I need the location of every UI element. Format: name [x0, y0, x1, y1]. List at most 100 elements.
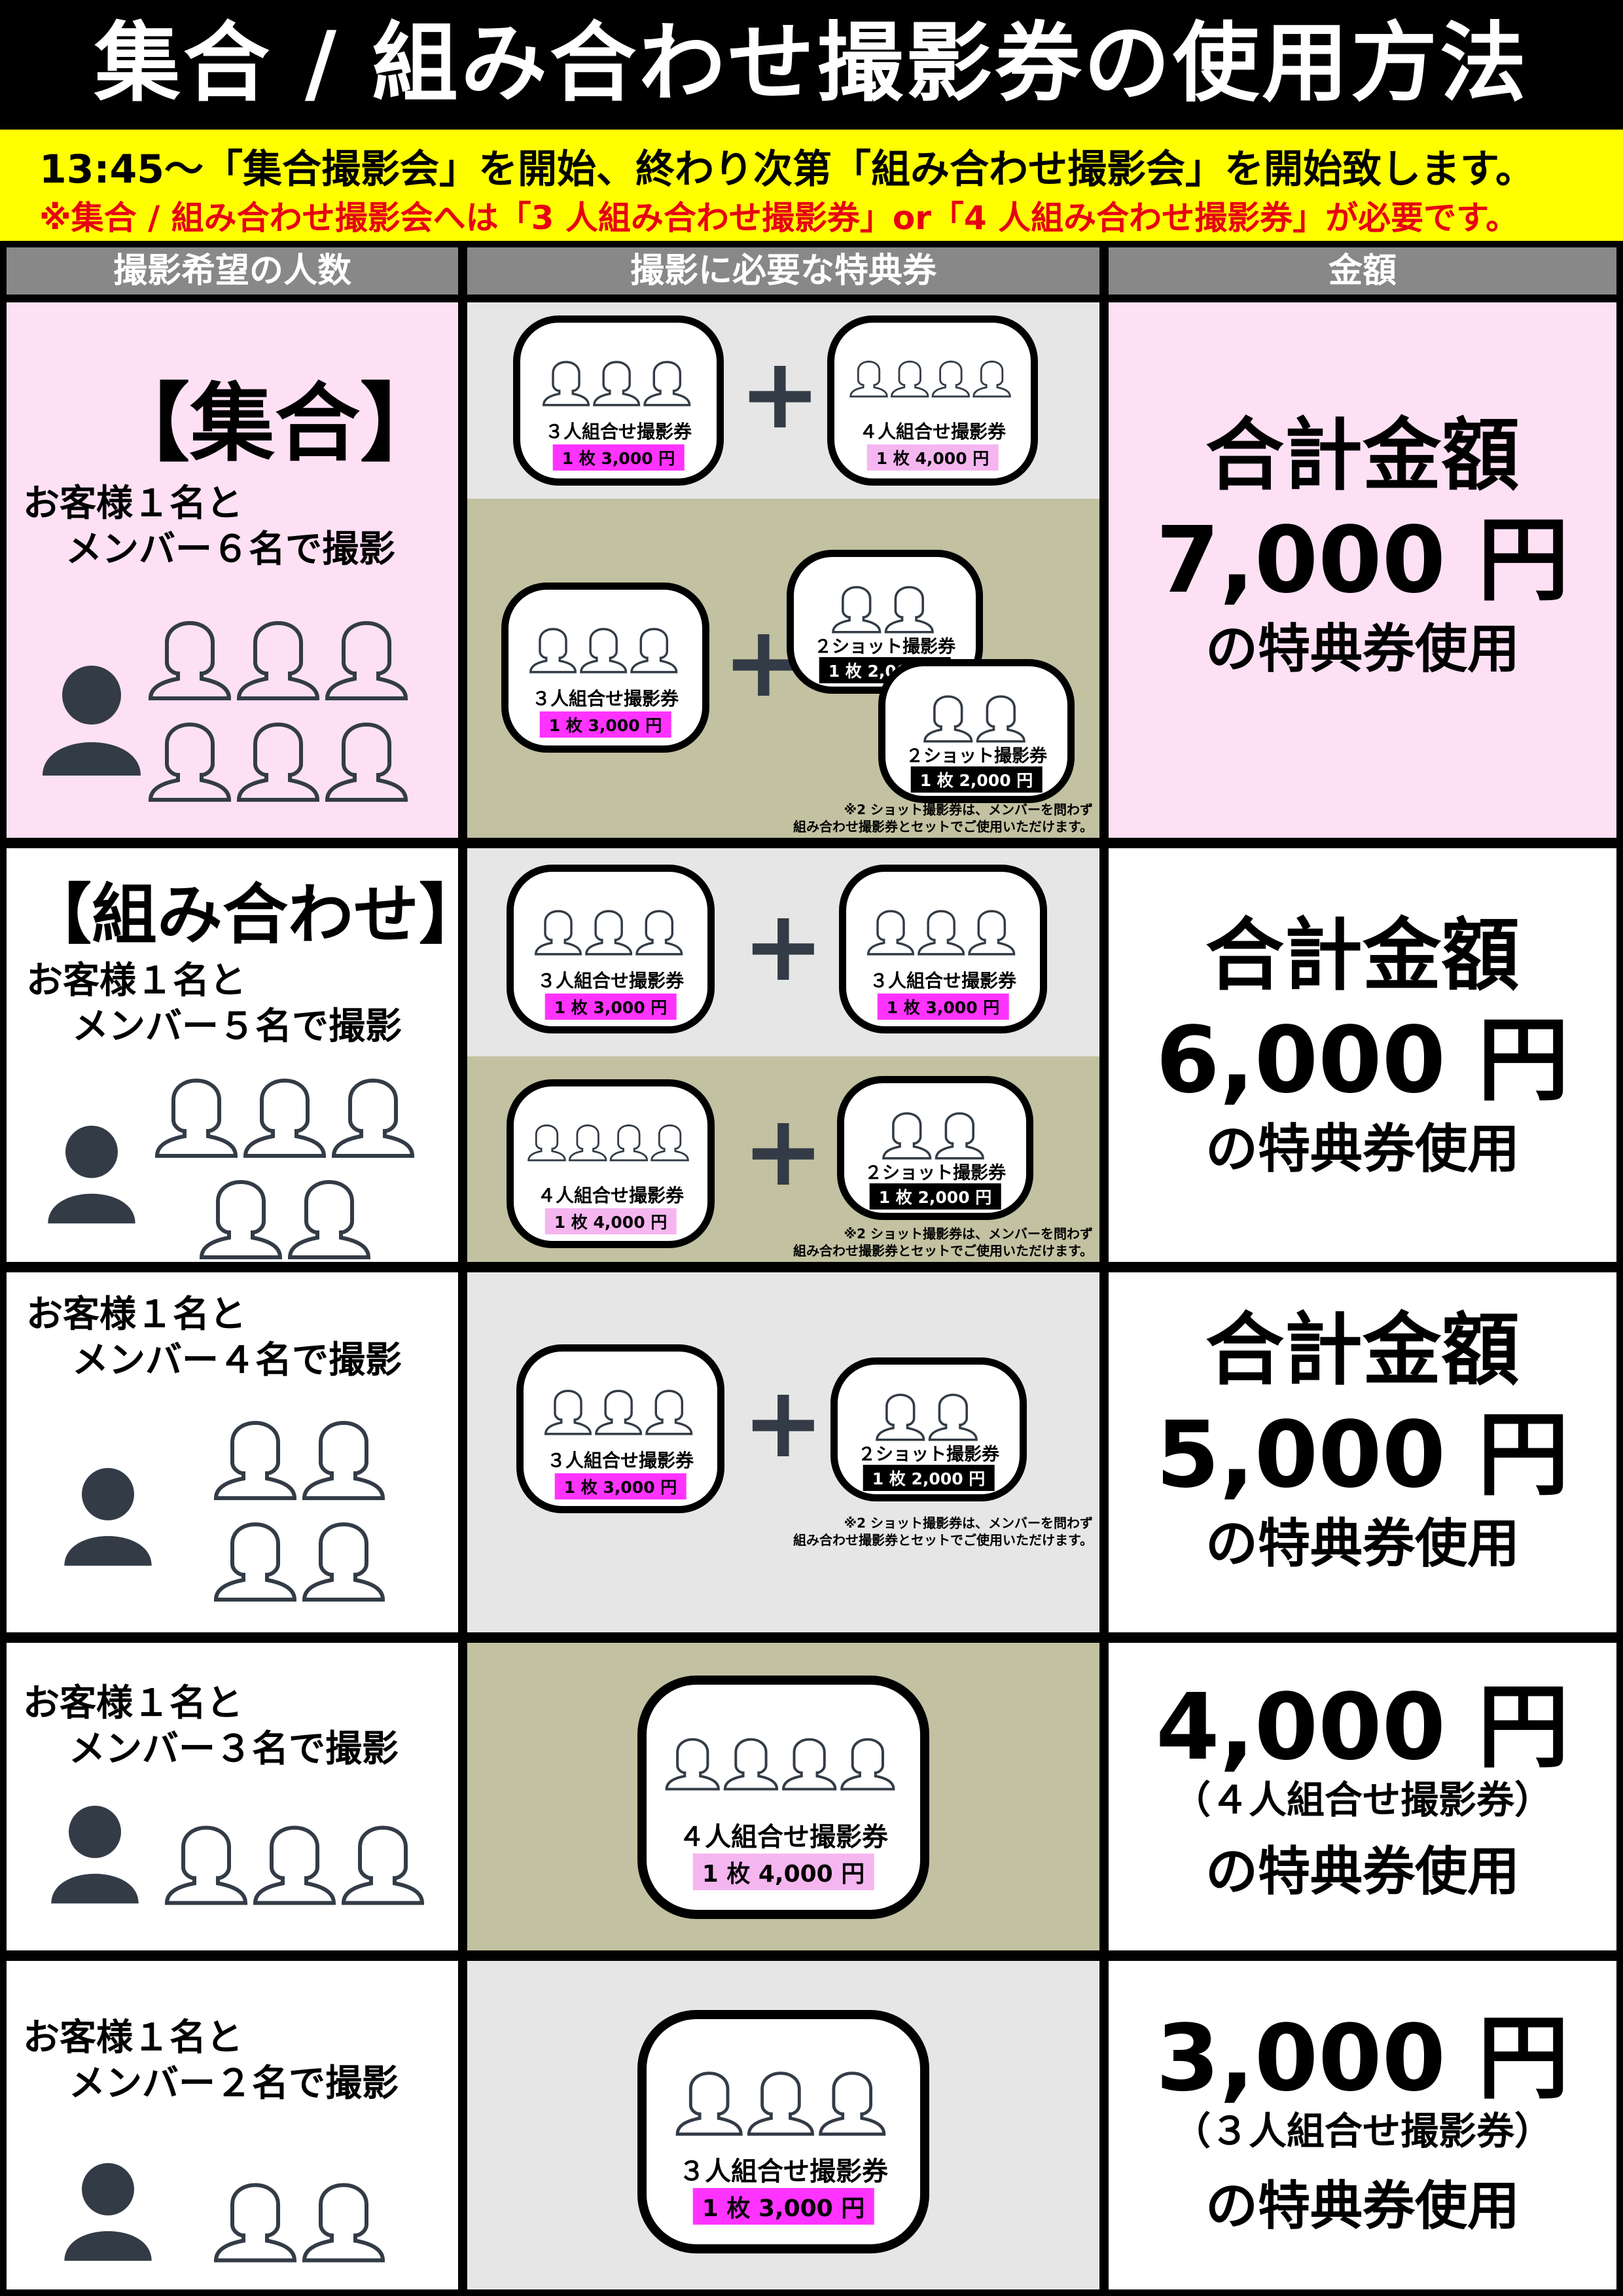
member-outline-icon: [834, 341, 1031, 409]
ticket-price: 1 枚 3,000 円: [877, 994, 1009, 1020]
two-shot-note: ※2 ショット撮影券は、メンバーを問わず 組み合わせ撮影券とセットでご使用いただ…: [793, 801, 1093, 835]
ticket-name: ２ショット撮影券: [814, 637, 955, 657]
ticket-price: 1 枚 3,000 円: [552, 444, 685, 471]
row-3-ticket-option: ３人組合せ撮影券 1 枚 3,000 円 + ２ショット撮影券 1 枚 2,00…: [467, 1272, 1099, 1632]
row-5-ticket-option: ３人組合せ撮影券 1 枚 3,000 円: [467, 1961, 1099, 2289]
member-outline-icon: [524, 1370, 717, 1444]
row-line-1: お客様１名と: [23, 1682, 243, 1725]
ticket-note: （４人組合せ撮影券）: [1172, 1778, 1552, 1822]
row-line-2: メンバー３名で撮影: [69, 1728, 399, 1770]
customer-silhouette-icon: [59, 2157, 157, 2265]
member-outline-icon: [846, 890, 1040, 965]
ticket-2-shot: ２ショット撮影券 1 枚 2,000 円: [837, 1076, 1033, 1220]
member-outline-icon-group: [151, 1058, 425, 1262]
row-1-amount-cell: 合計金額 7,000 円 の特典券使用: [1109, 302, 1616, 838]
row-line-1: お客様１名と: [23, 2017, 243, 2059]
row-3-amount-cell: 合計金額 5,000 円 の特典券使用: [1109, 1272, 1616, 1632]
ticket-price: 1 枚 2,000 円: [869, 1183, 1001, 1210]
row-line-2: メンバー５名で撮影: [72, 1005, 402, 1048]
customer-silhouette-icon: [46, 1800, 144, 1907]
ticket-name: ３人組合せ撮影券: [531, 688, 679, 709]
header-people-count: 撮影希望の人数: [7, 247, 458, 295]
ticket-4-person: ４人組合せ撮影券 1 枚 4,000 円: [637, 1676, 929, 1919]
note-line-1: ※2 ショット撮影券は、メンバーを問わず: [844, 802, 1093, 817]
note-line-2: 組み合わせ撮影券とセットでご使用いただけます。: [793, 819, 1093, 834]
ticket-name: ２ショット撮影券: [858, 1444, 999, 1465]
ticket-name: ３人組合せ撮影券: [537, 970, 684, 992]
customer-silhouette-icon: [39, 659, 144, 780]
row-line-1: お客様１名と: [26, 1293, 246, 1336]
ticket-price: 1 枚 3,000 円: [692, 2188, 874, 2225]
member-outline-icon: [794, 570, 976, 638]
notice-line-1: 13:45〜「集合撮影会」を開始、終わり次第「組み合わせ撮影会」を開始致します。: [39, 147, 1535, 192]
ticket-3-person: ３人組合せ撮影券 1 枚 3,000 円: [501, 583, 709, 753]
total-amount: 6,000 円: [1156, 1007, 1569, 1114]
member-outline-icon-group: [160, 1803, 435, 1910]
row-line-2: メンバー６名で撮影: [65, 528, 395, 571]
row-2-ticket-option-b: ４人組合せ撮影券 1 枚 4,000 円 + ２ショット撮影券 1 枚 2,00…: [467, 1056, 1099, 1262]
notice-banner: 13:45〜「集合撮影会」を開始、終わり次第「組み合わせ撮影会」を開始致します。…: [0, 130, 1623, 241]
ticket-3-person: ３人組合せ撮影券 1 枚 3,000 円: [516, 1344, 724, 1513]
note-line-1: ※2 ショット撮影券は、メンバーを問わず: [844, 1515, 1093, 1531]
plus-icon: +: [739, 337, 821, 451]
row-tag: 【組み合わせ】: [26, 876, 458, 953]
row-3-people-cell: お客様１名と メンバー４名で撮影: [7, 1272, 458, 1632]
row-1-ticket-option-a: ３人組合せ撮影券 1 枚 3,000 円 + ４人組合せ撮影券 1 枚 4,00…: [467, 302, 1099, 499]
plus-icon: +: [742, 1366, 825, 1480]
member-outline-icon: [647, 1711, 920, 1805]
row-line-1: お客様１名と: [23, 482, 243, 525]
row-5-amount-cell: 3,000 円 （３人組合せ撮影券） の特典券使用: [1109, 1961, 1616, 2289]
ticket-price: 1 枚 2,000 円: [863, 1465, 995, 1491]
total-label: 合計金額: [1205, 410, 1520, 501]
ticket-name: ２ショット撮影券: [906, 746, 1047, 766]
ticket-2-shot: ２ショット撮影券 1 枚 2,000 円: [830, 1357, 1027, 1501]
plus-icon: +: [742, 1094, 825, 1208]
row-4-ticket-option: ４人組合せ撮影券 1 枚 4,000 円: [467, 1643, 1099, 1950]
ticket-price: 1 枚 3,000 円: [554, 1473, 687, 1499]
row-4-amount-cell: 4,000 円 （４人組合せ撮影券） の特典券使用: [1109, 1643, 1616, 1950]
member-outline-icon: [508, 608, 702, 683]
ticket-name: ４人組合せ撮影券: [859, 421, 1006, 442]
ticket-price: 1 枚 3,000 円: [539, 711, 671, 738]
header-amount: 金額: [1109, 247, 1616, 295]
ticket-price: 1 枚 4,000 円: [544, 1208, 677, 1234]
ticket-3-person: ３人組合せ撮影券 1 枚 3,000 円: [507, 865, 715, 1033]
ticket-4-person: ４人組合せ撮影券 1 枚 4,000 円: [827, 315, 1038, 486]
member-outline-icon: [885, 679, 1067, 747]
row-tag: 【集合】: [105, 374, 446, 473]
ticket-3-person: ３人組合せ撮影券 1 枚 3,000 円: [513, 315, 724, 486]
ticket-4-person: ４人組合せ撮影券 1 枚 4,000 円: [507, 1079, 715, 1248]
row-line-1: お客様１名と: [26, 960, 246, 1002]
ticket-price: 1 枚 4,000 円: [866, 444, 999, 471]
total-amount: 7,000 円: [1156, 507, 1569, 614]
ticket-3-person: ３人組合せ撮影券 1 枚 3,000 円: [637, 2010, 929, 2253]
ticket-price: 1 枚 3,000 円: [544, 994, 677, 1020]
customer-silhouette-icon: [59, 1462, 157, 1570]
two-shot-note: ※2 ショット撮影券は、メンバーを問わず 組み合わせ撮影券とセットでご使用いただ…: [793, 1225, 1093, 1259]
member-outline-icon: [844, 1096, 1026, 1164]
ticket-3-person: ３人組合せ撮影券 1 枚 3,000 円: [839, 865, 1047, 1033]
ticket-2-shot: ２ショット撮影券 1 枚 2,000 円: [878, 659, 1075, 803]
member-outline-icon-group: [209, 1400, 396, 1605]
member-outline-icon: [514, 1105, 707, 1173]
ticket-name: ４人組合せ撮影券: [537, 1185, 684, 1206]
customer-silhouette-icon: [43, 1120, 141, 1227]
member-outline-icon: [647, 2045, 920, 2146]
ticket-name: ２ショット撮影券: [865, 1163, 1006, 1183]
member-outline-icon: [838, 1378, 1020, 1446]
total-label: 合計金額: [1205, 910, 1520, 1001]
row-2-people-cell: 【組み合わせ】 お客様１名と メンバー５名で撮影: [7, 848, 458, 1262]
page-title: 集合 / 組み合わせ撮影券の使用方法: [0, 0, 1623, 128]
note-line-2: 組み合わせ撮影券とセットでご使用いただけます。: [793, 1532, 1093, 1548]
total-amount: 5,000 円: [1156, 1402, 1569, 1509]
member-outline-icon-group: [209, 2161, 396, 2268]
usage-text: の特典券使用: [1205, 1841, 1520, 1902]
row-line-2: メンバー４名で撮影: [72, 1339, 402, 1382]
note-line-2: 組み合わせ撮影券とセットでご使用いただけます。: [793, 1243, 1093, 1259]
row-2-ticket-option-a: ３人組合せ撮影券 1 枚 3,000 円 + ３人組合せ撮影券 1 枚 3,00…: [467, 848, 1099, 1056]
ticket-name: ３人組合せ撮影券: [679, 2157, 888, 2187]
total-amount: 3,000 円: [1156, 2005, 1569, 2112]
row-5-people-cell: お客様１名と メンバー２名で撮影: [7, 1961, 458, 2289]
row-1-ticket-option-b: ３人組合せ撮影券 1 枚 3,000 円 + ２ショット撮影券 1 枚 2,00…: [467, 499, 1099, 838]
